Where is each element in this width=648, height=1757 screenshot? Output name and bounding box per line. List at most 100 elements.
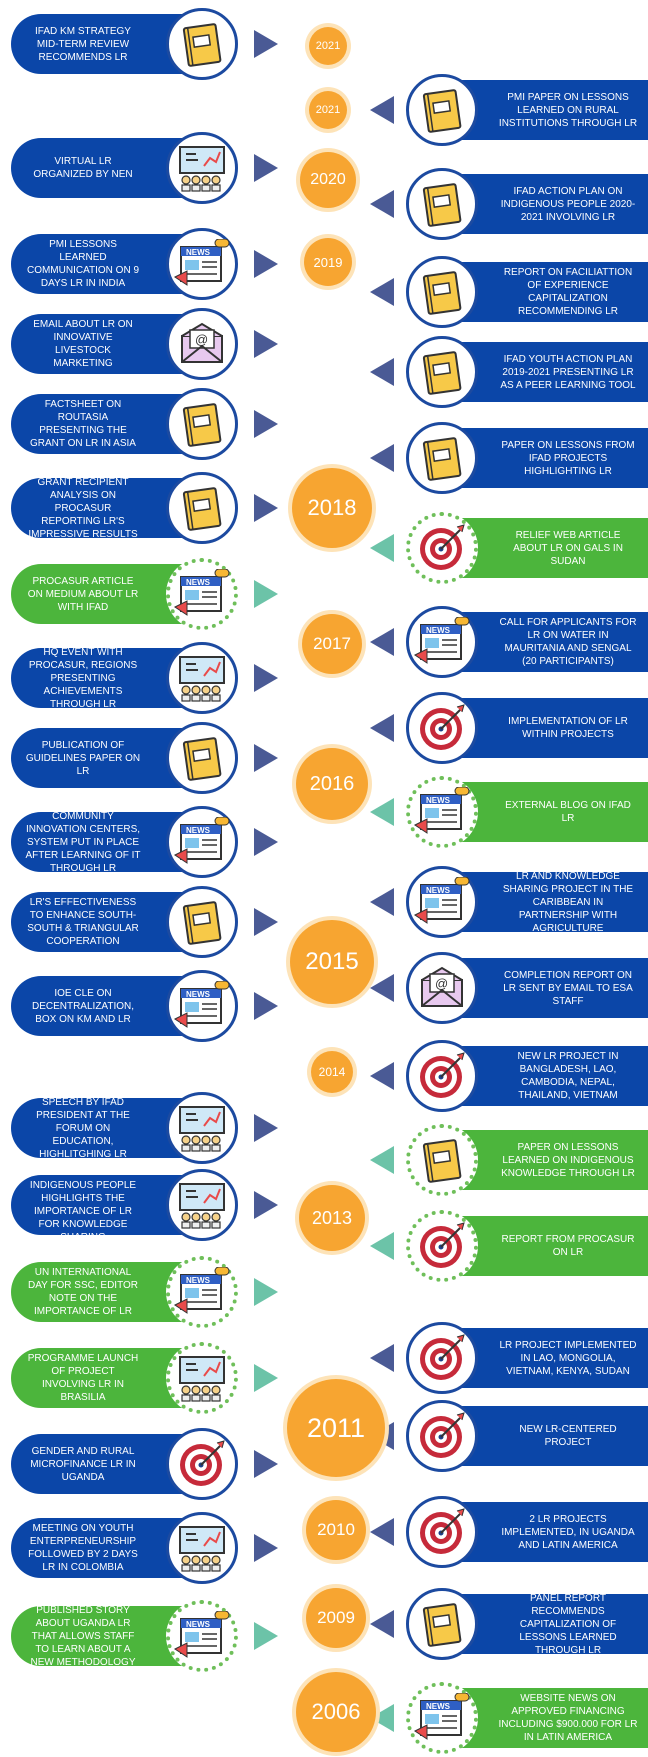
left-event-text: IFAD KM STRATEGY MID-TERM REVIEW RECOMME… [35, 25, 131, 63]
year-bubble: 2020 [300, 152, 356, 208]
arrow-left-icon [370, 1610, 394, 1638]
left-event-text: GENDER AND RURAL MICROFINANCE LR IN UGAN… [30, 1445, 136, 1483]
right-event-text: IMPLEMENTATION OF LR WITHIN PROJECTS [508, 716, 628, 740]
right-event-text: IFAD YOUTH ACTION PLAN 2019-2021 PRESENT… [500, 353, 636, 391]
svg-text:@: @ [195, 332, 208, 347]
news-icon: NEWS [166, 806, 238, 878]
svg-text:@: @ [435, 976, 448, 991]
right-event-text: RELIEF WEB ARTICLE ABOUT LR ON GALS IN S… [513, 529, 623, 567]
svg-text:NEWS: NEWS [186, 1276, 211, 1285]
left-event-text: UN INTERNATIONAL DAY FOR SSC, EDITOR NOT… [27, 1267, 139, 1317]
notebook-icon [166, 472, 238, 544]
year-bubble: 2021 [309, 91, 347, 129]
arrow-left-icon [370, 1232, 394, 1260]
arrow-left-icon [370, 1062, 394, 1090]
right-event-text: PAPER ON LESSONS LEARNED ON INDIGENOUS K… [501, 1141, 635, 1179]
right-event-text: PMI PAPER ON LESSONS LEARNED ON RURAL IN… [498, 91, 638, 129]
right-event-text: EXTERNAL BLOG ON IFAD LR [505, 800, 631, 824]
left-event-text: PMI LESSONS LEARNED COMMUNICATION ON 9 D… [26, 239, 140, 289]
svg-text:NEWS: NEWS [426, 796, 451, 805]
presentation-icon [166, 1342, 238, 1414]
right-event-text: PAPER ON LESSONS FROM IFAD PROJECTS HIGH… [501, 439, 635, 477]
target-icon [406, 1210, 478, 1282]
year-bubble: 2006 [296, 1672, 376, 1752]
year-bubble: 2014 [311, 1051, 353, 1093]
left-event-text: SPEECH BY IFAD PRESIDENT AT THE FORUM ON… [36, 1096, 130, 1160]
year-bubble: 2018 [292, 468, 372, 548]
target-icon [406, 512, 478, 584]
left-event-text: VIRTUAL LR ORGANIZED BY NEN [33, 156, 133, 180]
arrow-right-icon [254, 1450, 278, 1478]
left-event-text: MEETING ON YOUTH ENTERPRENEURSHIP FOLLOW… [28, 1523, 138, 1573]
right-event-text: NEW LR-CENTERED PROJECT [519, 1424, 617, 1448]
right-event-text: COMPLETION REPORT ON LR SENT BY EMAIL TO… [503, 969, 633, 1007]
left-event-text: EMAIL ABOUT LR ON INNOVATIVE LIVESTOCK M… [33, 319, 133, 369]
year-bubble: 2015 [290, 920, 374, 1004]
arrow-right-icon [254, 154, 278, 182]
arrow-left-icon [370, 888, 394, 916]
year-bubble: 2016 [296, 748, 368, 820]
right-event-card: LR PROJECT IMPLEMENTED IN LAO, MONGOLIA,… [420, 1328, 648, 1388]
left-event-text: LR'S EFFECTIVENESS TO ENHANCE SOUTH-SOUT… [27, 897, 139, 947]
notebook-icon [406, 168, 478, 240]
left-event-text: HQ EVENT WITH PROCASUR, REGIONS PRESENTI… [28, 646, 138, 710]
target-icon [406, 1496, 478, 1568]
news-icon: NEWS [166, 1256, 238, 1328]
right-event-text: REPORT FROM PROCASUR ON LR [501, 1234, 635, 1258]
notebook-icon [406, 1588, 478, 1660]
right-event-text: 2 LR PROJECTS IMPLEMENTED, IN UGANDA AND… [501, 1513, 635, 1551]
right-event-text: REPORT ON FACILIATTION OF EXPERIENCE CAP… [503, 267, 633, 317]
arrow-left-icon [370, 190, 394, 218]
arrow-right-icon [254, 250, 278, 278]
left-event-text: PUBLICATION OF GUIDELINES PAPER ON LR [25, 739, 141, 777]
arrow-left-icon [370, 534, 394, 562]
notebook-icon [406, 256, 478, 328]
arrow-left-icon [370, 1518, 394, 1546]
year-bubble: 2013 [299, 1185, 365, 1251]
right-event-text: PANEL REPORT RECOMMENDS CAPITALIZATION O… [519, 1592, 617, 1656]
arrow-left-icon [370, 1146, 394, 1174]
svg-text:NEWS: NEWS [186, 578, 211, 587]
arrow-right-icon [254, 744, 278, 772]
arrow-right-icon [254, 1364, 278, 1392]
presentation-icon [166, 1512, 238, 1584]
left-event-text: GRANT RECIPIENT ANALYSIS ON PROCASUR REP… [28, 476, 138, 540]
notebook-icon [406, 422, 478, 494]
arrow-right-icon [254, 1534, 278, 1562]
notebook-icon [406, 1124, 478, 1196]
target-icon [406, 692, 478, 764]
email-icon: @ [166, 308, 238, 380]
right-event-text: WEBSITE NEWS ON APPROVED FINANCING INCLU… [498, 1693, 638, 1743]
presentation-icon [166, 132, 238, 204]
year-bubble: 2010 [306, 1500, 366, 1560]
right-event-text: LR AND KNOWLEDGE SHARING PROJECT IN THE … [502, 870, 634, 934]
svg-text:NEWS: NEWS [426, 626, 451, 635]
target-icon [406, 1040, 478, 1112]
arrow-left-icon [370, 444, 394, 472]
arrow-left-icon [370, 278, 394, 306]
left-event-text: PUBLISHED STORY ABOUT UGANDA LR THAT ALL… [30, 1604, 136, 1668]
news-icon: NEWS [406, 776, 478, 848]
arrow-right-icon [254, 1278, 278, 1306]
notebook-icon [166, 8, 238, 80]
svg-text:NEWS: NEWS [186, 826, 211, 835]
left-event-text: COMMUNITY INNOVATION CENTERS, SYSTEM PUT… [25, 810, 141, 874]
target-icon [406, 1322, 478, 1394]
arrow-left-icon [370, 798, 394, 826]
email-icon: @ [406, 952, 478, 1024]
news-icon: NEWS [406, 1682, 478, 1754]
arrow-right-icon [254, 1622, 278, 1650]
arrow-right-icon [254, 992, 278, 1020]
arrow-left-icon [370, 1344, 394, 1372]
right-event-text: LR PROJECT IMPLEMENTED IN LAO, MONGOLIA,… [499, 1339, 637, 1377]
arrow-left-icon [370, 96, 394, 124]
news-icon: NEWS [406, 866, 478, 938]
year-bubble: 2019 [304, 238, 352, 286]
arrow-right-icon [254, 330, 278, 358]
right-event-text: NEW LR PROJECT IN BANGLADESH, LAO, CAMBO… [517, 1051, 619, 1101]
year-bubble: 2011 [287, 1379, 385, 1477]
arrow-right-icon [254, 1114, 278, 1142]
presentation-icon [166, 1092, 238, 1164]
left-event-text: PROCASUR ARTICLE ON MEDIUM ABOUT LR WITH… [27, 575, 139, 613]
svg-text:NEWS: NEWS [186, 1620, 211, 1629]
